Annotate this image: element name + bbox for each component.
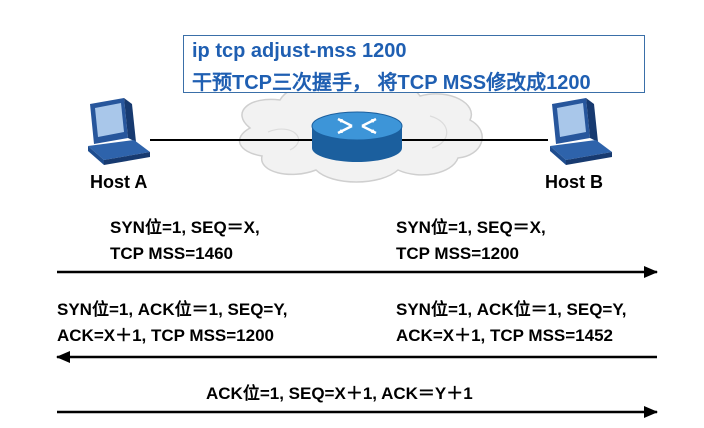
synack-right-line2: ACK=X＋1, TCP MSS=1452: [396, 326, 613, 345]
callout-description: 干预TCP三次握手， 将TCP MSS修改成1200: [192, 72, 591, 94]
syn-right-line1: SYN位=1, SEQ＝X,: [396, 218, 546, 237]
computer-icon: [550, 98, 612, 165]
syn-left-line2: TCP MSS=1460: [110, 244, 234, 263]
callout-command: ip tcp adjust-mss 1200: [192, 40, 407, 62]
router-icon: [311, 111, 403, 162]
computer-icon: [88, 98, 150, 165]
ack-message: ACK位=1, SEQ=X＋1, ACK＝Y＋1: [206, 384, 473, 403]
synack-left-line1: SYN位=1, ACK位＝1, SEQ=Y,: [57, 300, 288, 319]
host-a-label: Host A: [90, 172, 148, 192]
syn-left-line1: SYN位=1, SEQ＝X,: [110, 218, 260, 237]
synack-left-line2: ACK=X＋1, TCP MSS=1200: [57, 326, 274, 345]
syn-right-line2: TCP MSS=1200: [396, 244, 520, 263]
synack-right-line1: SYN位=1, ACK位＝1, SEQ=Y,: [396, 300, 627, 319]
host-b-label: Host B: [545, 172, 603, 192]
config-callout: ip tcp adjust-mss 1200 干预TCP三次握手， 将TCP M…: [183, 35, 645, 94]
